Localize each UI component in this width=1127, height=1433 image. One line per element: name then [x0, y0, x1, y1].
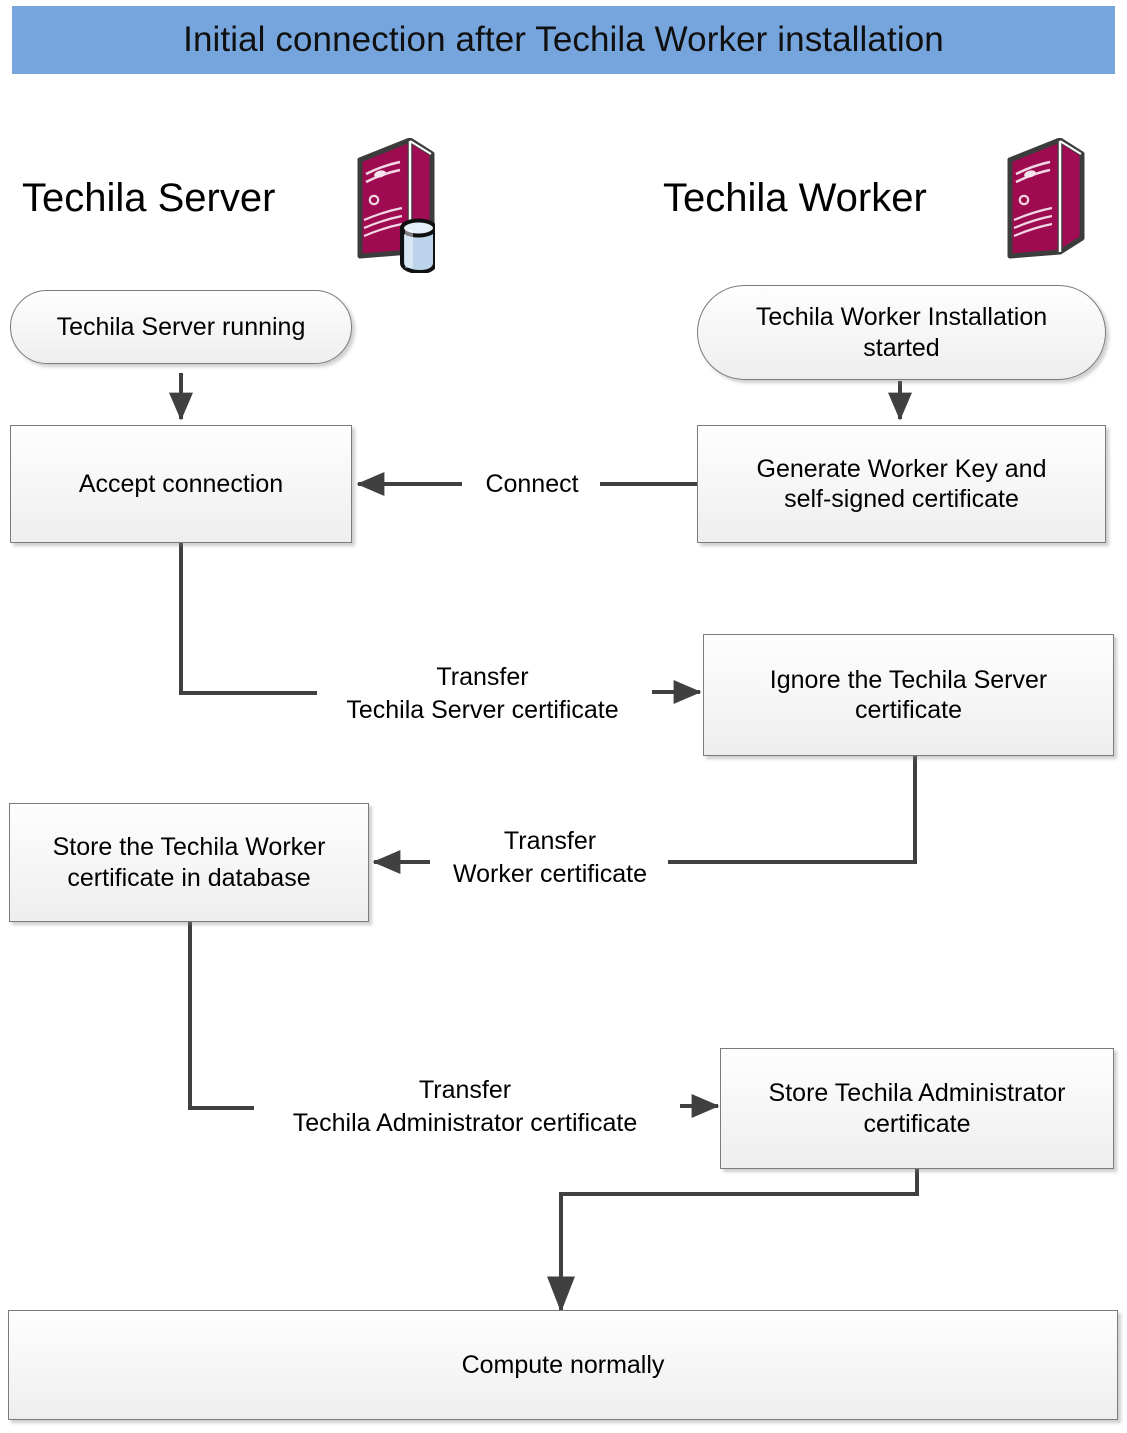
lane-label-techila-server: Techila Server — [22, 176, 276, 220]
connector-store-admin-to-compute-normally — [547, 1168, 919, 1313]
diagram-title-banner: Initial connection after Techila Worker … — [12, 6, 1115, 74]
node-worker-installation-started[interactable]: Techila Worker Installation started — [697, 285, 1106, 380]
node-ignore-server-certificate[interactable]: Ignore the Techila Server certificate — [703, 634, 1114, 756]
node-generate-worker-key[interactable]: Generate Worker Key and self-signed cert… — [697, 425, 1106, 543]
connector-ignore-to-transfer-worker-cert — [668, 755, 917, 864]
node-techila-server-running[interactable]: Techila Server running — [10, 290, 352, 364]
edge-label-transfer-administrator-certificate: Transfer Techila Administrator certifica… — [292, 1076, 638, 1137]
node-compute-normally[interactable]: Compute normally — [8, 1310, 1118, 1420]
diagram-title: Initial connection after Techila Worker … — [183, 20, 944, 59]
server-tower-icon — [980, 138, 1085, 273]
edge-label-transfer-worker-certificate: Transfer Worker certificate — [452, 827, 648, 888]
lane-label-techila-worker: Techila Worker — [663, 176, 927, 220]
edge-label-transfer-server-certificate: Transfer Techila Server certificate — [346, 663, 619, 724]
node-accept-connection[interactable]: Accept connection — [10, 425, 352, 543]
server-tower-with-database-icon — [330, 138, 435, 273]
node-store-administrator-certificate[interactable]: Store Techila Administrator certificate — [720, 1048, 1114, 1169]
node-store-worker-certificate[interactable]: Store the Techila Worker certificate in … — [9, 803, 369, 922]
connector-store-worker-to-transfer-admin-cert — [188, 921, 254, 1110]
connector-accept-to-transfer-server-cert — [179, 542, 317, 695]
edge-label-connect: Connect — [485, 470, 579, 498]
